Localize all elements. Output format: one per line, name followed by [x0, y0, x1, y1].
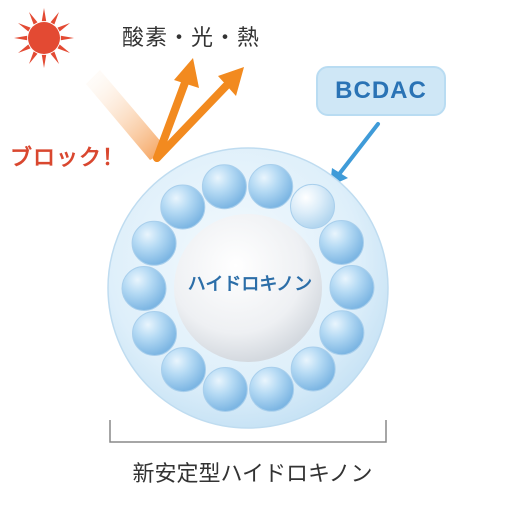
sun-ray — [41, 8, 47, 22]
sun-ray — [57, 23, 70, 32]
sun-ray — [57, 44, 70, 53]
bcdac-bead — [329, 265, 375, 310]
bcdac-bead — [319, 220, 364, 265]
block-label: ブロック！ — [10, 146, 126, 171]
sun-ray — [29, 51, 38, 64]
core-label: ハイドロキノン — [187, 274, 313, 295]
sun-ray — [18, 23, 31, 32]
deflect-arrow-right — [153, 67, 244, 162]
sun-ray — [18, 44, 31, 53]
top-label: 酸素・光・熱 — [122, 26, 261, 51]
bcdac-badge: BCDAC — [316, 66, 446, 116]
sun-icon — [14, 8, 74, 68]
sun-ray — [29, 12, 38, 25]
bcdac-label: BCDAC — [335, 77, 427, 104]
bottom-bracket — [109, 420, 387, 443]
bottom-caption: 新安定型ハイドロキノン — [132, 462, 373, 487]
bcdac-bead — [121, 266, 167, 311]
incoming-light-ray — [86, 70, 168, 160]
bcdac-bead — [319, 310, 365, 356]
hydroquinone-core — [174, 214, 322, 362]
bcdac-bead — [249, 366, 295, 412]
deflect-arrow-left — [153, 58, 199, 162]
sun-ray — [14, 35, 28, 41]
sun-ray — [50, 12, 59, 25]
bcdac-bead — [161, 347, 206, 393]
bcdac-bead — [131, 220, 177, 266]
bcdac-pointer-arrow — [330, 122, 380, 186]
sun-ray — [41, 54, 47, 68]
sun-ray — [50, 51, 59, 64]
bcdac-bead — [201, 164, 247, 210]
bcdac-bead — [160, 184, 206, 230]
bcdac-bead — [290, 183, 335, 229]
bcdac-bead — [290, 346, 336, 392]
sun-ray — [60, 35, 74, 41]
bead-ring — [121, 164, 375, 412]
bcdac-bead — [248, 164, 294, 209]
bcdac-bead — [132, 311, 177, 356]
bcdac-bead — [202, 367, 248, 412]
